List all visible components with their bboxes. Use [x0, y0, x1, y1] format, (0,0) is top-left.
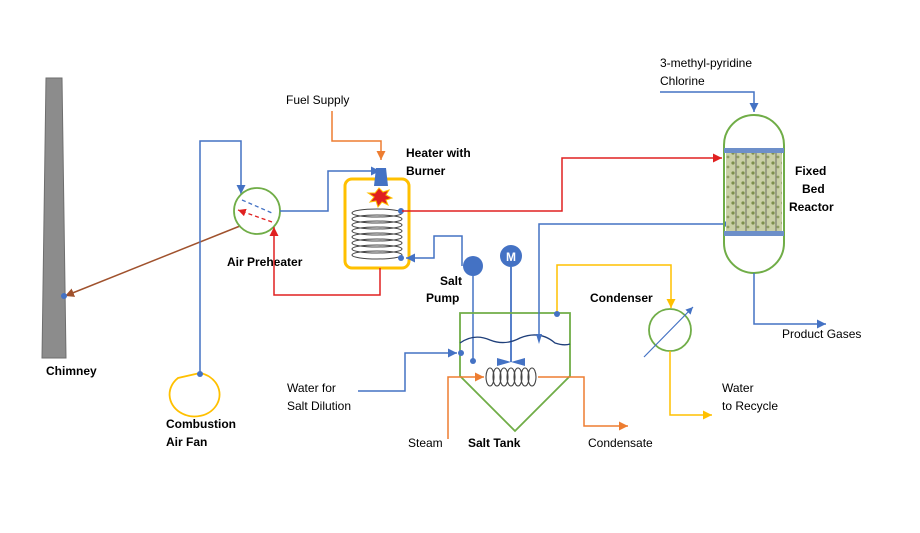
chimney-label: Chimney [46, 364, 97, 378]
condenser-label: Condenser [590, 291, 653, 305]
condenser-symbol-arrow [643, 306, 694, 358]
combustion-air-line [199, 140, 246, 373]
reactor-tubes [735, 152, 777, 232]
salt-pump-discharge-line [406, 235, 463, 266]
water-dilution-label-1: Water for [287, 381, 336, 395]
burner-flame-icon [366, 187, 394, 209]
salt-pump[interactable] [463, 256, 483, 276]
combustion-fan-label-2: Air Fan [166, 435, 207, 449]
air-preheater[interactable] [233, 187, 281, 235]
coil-inlet-node [398, 255, 404, 261]
salt-return-valve[interactable] [536, 334, 542, 344]
reactor-label-3: Reactor [789, 200, 834, 214]
heater-flue-line [269, 227, 381, 296]
salt-tank-label: Salt Tank [468, 436, 521, 450]
fuel-supply-label: Fuel Supply [286, 93, 349, 107]
salt-pump-label-1: Salt [440, 274, 462, 288]
salt-return-line [538, 223, 727, 337]
water-recycle-label-2: to Recycle [722, 399, 778, 413]
preheater-flue-path [237, 208, 273, 223]
product-gas-line [753, 273, 826, 329]
hot-air-line [280, 166, 380, 212]
agitator-motor[interactable] [500, 245, 522, 267]
dilution-water-line [358, 348, 457, 392]
flue-gas-line [64, 225, 241, 297]
agitator-impeller [497, 358, 525, 366]
heater-label-1: Heater with [406, 146, 471, 160]
motor-label: M [506, 250, 516, 264]
water-recycle-label-1: Water [722, 381, 754, 395]
reactor-label-2: Bed [802, 182, 825, 196]
chimney-stack [41, 77, 67, 359]
reactor-label-1: Fixed [795, 164, 826, 178]
salt-tank-liquid-level [459, 334, 571, 346]
salt-tank[interactable] [459, 312, 571, 433]
tank-vent-node [554, 311, 560, 317]
feed-label-2: Chlorine [660, 74, 705, 88]
feed-line [660, 91, 759, 112]
product-gases-label: Product Gases [782, 327, 861, 341]
steam-label: Steam [408, 436, 443, 450]
air-preheater-label: Air Preheater [227, 255, 303, 269]
heater-label-2: Burner [406, 164, 446, 178]
heating-coil [351, 208, 403, 260]
fan-outlet-node [197, 371, 203, 377]
condensate-label: Condensate [588, 436, 653, 450]
reactor-top-tubesheet [724, 148, 784, 153]
hot-salt-line [402, 153, 722, 212]
combustion-air-fan[interactable] [168, 372, 221, 418]
salt-pump-label-2: Pump [426, 291, 459, 305]
steam-coil [485, 367, 537, 387]
burner-nozzle [374, 168, 388, 186]
reactor-catalyst-bed [726, 152, 782, 232]
condenser-vent-line [556, 264, 676, 314]
dilution-water-node [458, 350, 464, 356]
chimney-inlet-node [61, 293, 67, 299]
preheater-air-path [241, 199, 273, 214]
reactor-bottom-tubesheet [724, 231, 784, 236]
steam-line [447, 372, 484, 439]
feed-label-1: 3-methyl-pyridine [660, 56, 752, 70]
fuel-supply-line [331, 111, 386, 160]
water-dilution-label-2: Salt Dilution [287, 399, 351, 413]
salt-pump-suction-node [470, 358, 476, 364]
combustion-fan-label-1: Combustion [166, 417, 236, 431]
coil-outlet-node [398, 208, 404, 214]
condensate-line [538, 376, 628, 431]
recycle-water-line [669, 351, 712, 420]
